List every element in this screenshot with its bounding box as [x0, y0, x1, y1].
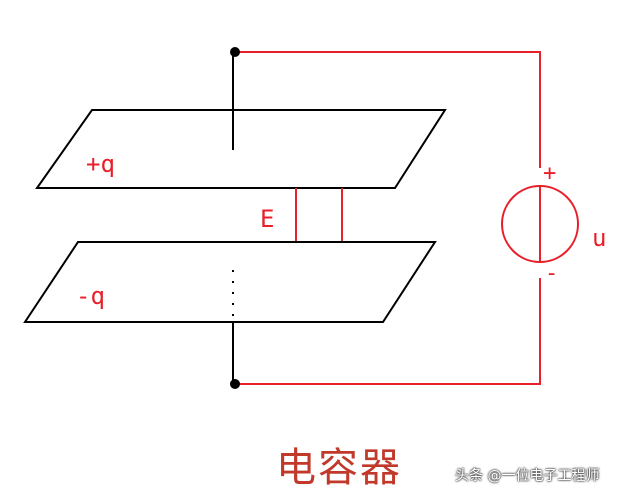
circuit-wire-top	[235, 51, 541, 168]
label-voltage: u	[592, 224, 606, 252]
label-top-charge: +q	[86, 150, 115, 178]
watermark-text: 头条 @一位电子工程师	[455, 468, 600, 484]
circuit-wire-bottom	[235, 278, 541, 385]
terminal-top-icon	[230, 47, 240, 57]
label-source-minus: -	[545, 261, 558, 286]
diagram-caption: 电容器	[276, 445, 402, 491]
label-source-plus: +	[543, 161, 556, 186]
label-bottom-charge: -q	[76, 282, 105, 310]
label-field: E	[260, 205, 274, 233]
bottom-plate	[23, 241, 437, 323]
top-plate	[35, 109, 447, 189]
terminal-bottom-icon	[230, 379, 240, 389]
